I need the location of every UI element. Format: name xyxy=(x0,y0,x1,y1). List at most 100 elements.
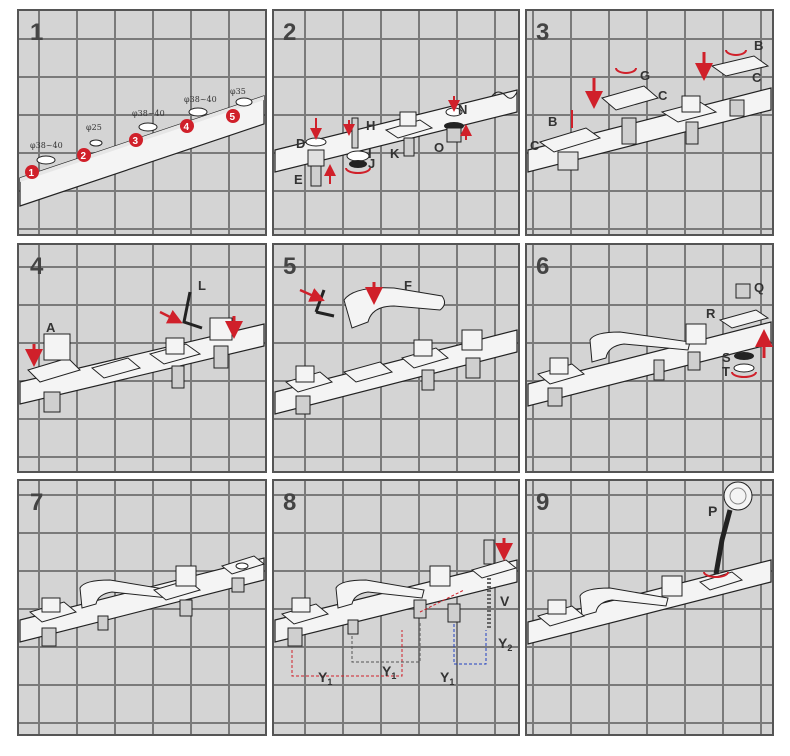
valve-body xyxy=(685,121,699,145)
valve-body xyxy=(653,359,665,381)
allen-key xyxy=(315,310,335,318)
valve-body xyxy=(43,391,61,413)
plate-r xyxy=(718,309,770,329)
handle-square xyxy=(685,323,707,345)
part-label-y1: Y1 xyxy=(318,669,332,687)
step-number: 2 xyxy=(283,19,296,46)
part-label-t: T xyxy=(722,364,730,379)
hole-badge xyxy=(129,133,143,147)
panel-1-content: φ38~40 1 φ25 2 φ38~40 3 φ38~40 4 φ35 xyxy=(19,87,265,207)
valve-body xyxy=(729,99,745,117)
part-label-a: A xyxy=(46,320,56,335)
part-label-c: C xyxy=(658,88,668,103)
handle xyxy=(295,365,315,383)
handle-square xyxy=(429,565,451,587)
valve-body xyxy=(447,603,461,623)
hose-hot xyxy=(291,630,403,677)
handle xyxy=(41,597,61,613)
hole-badge-number: 4 xyxy=(184,122,190,133)
rotate-arrow xyxy=(725,49,747,56)
valve-body xyxy=(171,365,185,389)
valve-body xyxy=(213,345,229,369)
valve-body xyxy=(287,627,303,647)
diverter xyxy=(235,562,249,570)
hole-badge-number: 5 xyxy=(230,112,236,123)
hose-hot-link xyxy=(419,589,465,613)
spout xyxy=(79,579,171,609)
nut-t xyxy=(733,363,755,373)
part-label-f: F xyxy=(404,278,412,293)
step-number: 8 xyxy=(283,489,296,516)
step-number: 6 xyxy=(536,253,549,280)
plate xyxy=(342,361,394,383)
handle-a-base xyxy=(27,357,81,383)
part-label-c: C xyxy=(752,70,762,85)
part-label-p: P xyxy=(708,503,717,519)
valve-body xyxy=(413,599,427,619)
panel-8-content: V Y1 Y1 Y1 Y2 xyxy=(274,538,518,687)
part-label-v: V xyxy=(500,593,510,609)
deck-cutaway xyxy=(491,91,518,99)
part-label-o: O xyxy=(434,140,444,155)
valve-body xyxy=(97,615,109,631)
part-label-y2: Y2 xyxy=(498,635,512,653)
allen-key-l xyxy=(182,291,203,330)
shower-plate xyxy=(698,571,744,591)
step-number: 7 xyxy=(30,489,43,516)
rotate-arrow xyxy=(615,67,637,74)
panel-2-content: D E H I J K N O xyxy=(274,89,518,187)
panel-4-content: A L xyxy=(19,278,265,413)
handle xyxy=(549,357,569,375)
part-label-r: R xyxy=(706,306,716,321)
panel-6-content: Q R S T xyxy=(527,280,773,407)
hand-shower-head xyxy=(723,481,753,511)
panel-9-content: P xyxy=(527,481,772,645)
hole-1: φ38~40 1 xyxy=(25,141,63,179)
diverter-q xyxy=(735,283,751,299)
diverter-plate xyxy=(470,559,518,579)
plate-c-right xyxy=(710,55,770,77)
part-label-d: D xyxy=(296,136,305,151)
hole-badge-number: 2 xyxy=(81,151,87,162)
hole-badge xyxy=(180,119,194,133)
hose-guide xyxy=(483,539,495,565)
part-label-b: B xyxy=(548,114,557,129)
plate-c-middle xyxy=(600,85,660,111)
hole-size-label: φ25 xyxy=(86,123,102,132)
part-label-c: C xyxy=(530,138,540,153)
arrow xyxy=(159,309,183,324)
valve-body xyxy=(621,117,637,145)
part-label-g: G xyxy=(640,68,650,83)
panel-2: 2 xyxy=(272,9,520,236)
part-label-e: E xyxy=(294,172,303,187)
arrow xyxy=(299,288,325,302)
panel-5-content: F xyxy=(274,278,518,415)
hand-shower-nozzles xyxy=(729,487,747,505)
handle xyxy=(413,339,433,357)
part-label-y1: Y1 xyxy=(382,663,396,681)
hole-4: φ38~40 4 xyxy=(180,95,217,133)
valve-body xyxy=(295,395,311,415)
valve-body xyxy=(421,369,435,391)
valve-body xyxy=(231,577,245,593)
part-label-y1: Y1 xyxy=(440,669,454,687)
handle-square xyxy=(175,565,197,587)
part-label-l: L xyxy=(198,278,206,293)
valve-body xyxy=(465,357,481,379)
handle xyxy=(547,599,567,615)
part-label-i: I xyxy=(368,146,372,161)
valve-n-o xyxy=(444,96,472,143)
hand-shower-handle xyxy=(713,509,733,575)
hole-size-label: φ38~40 xyxy=(132,109,165,118)
hole-badge xyxy=(77,148,91,162)
spout xyxy=(579,587,669,617)
hole-size-label: φ38~40 xyxy=(30,141,63,150)
valve-body xyxy=(547,387,563,407)
valve-body xyxy=(557,151,579,171)
handle xyxy=(165,337,185,355)
part-label-j: J xyxy=(368,156,375,171)
spout xyxy=(335,579,425,609)
part-label-h: H xyxy=(366,118,375,133)
part-label-b: B xyxy=(754,38,763,53)
